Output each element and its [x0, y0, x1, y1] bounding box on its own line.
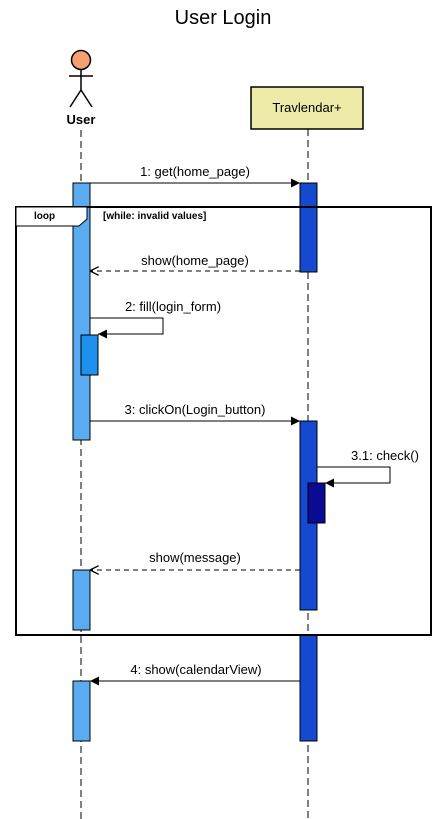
- message-label: 1: get(home_page): [140, 164, 250, 179]
- actor-label: User: [67, 112, 96, 127]
- participant-box: [250, 86, 364, 130]
- participant-label: Travlendar+: [272, 100, 341, 115]
- user-activation-bar: [72, 182, 91, 441]
- user-activation-bar: [72, 680, 91, 742]
- self-message-arrow: [90, 317, 164, 339]
- loop-frame: [15, 206, 432, 636]
- user-activation-bar: [72, 569, 91, 631]
- message-label: 2: fill(login_form): [125, 299, 221, 314]
- user-actor-icon: [69, 49, 93, 108]
- message-label: show(message): [149, 550, 241, 565]
- loop-keyword: loop: [34, 211, 55, 222]
- message-label: 3.1: check(): [351, 448, 419, 463]
- message-label: 4: show(calendarView): [130, 662, 261, 677]
- self-message-arrow: [317, 466, 391, 488]
- loop-label-tab: [15, 206, 88, 227]
- diagram-title: User Login: [175, 7, 272, 29]
- message-label: show(home_page): [141, 253, 249, 268]
- message-label: 3: clickOn(Login_button): [125, 402, 266, 417]
- system-activation-bar: [299, 182, 318, 273]
- system-self-activation-bar: [307, 482, 326, 524]
- system-activation-bar: [299, 634, 318, 742]
- loop-condition: [while: invalid values]: [103, 211, 206, 222]
- user-self-activation-bar: [80, 334, 99, 376]
